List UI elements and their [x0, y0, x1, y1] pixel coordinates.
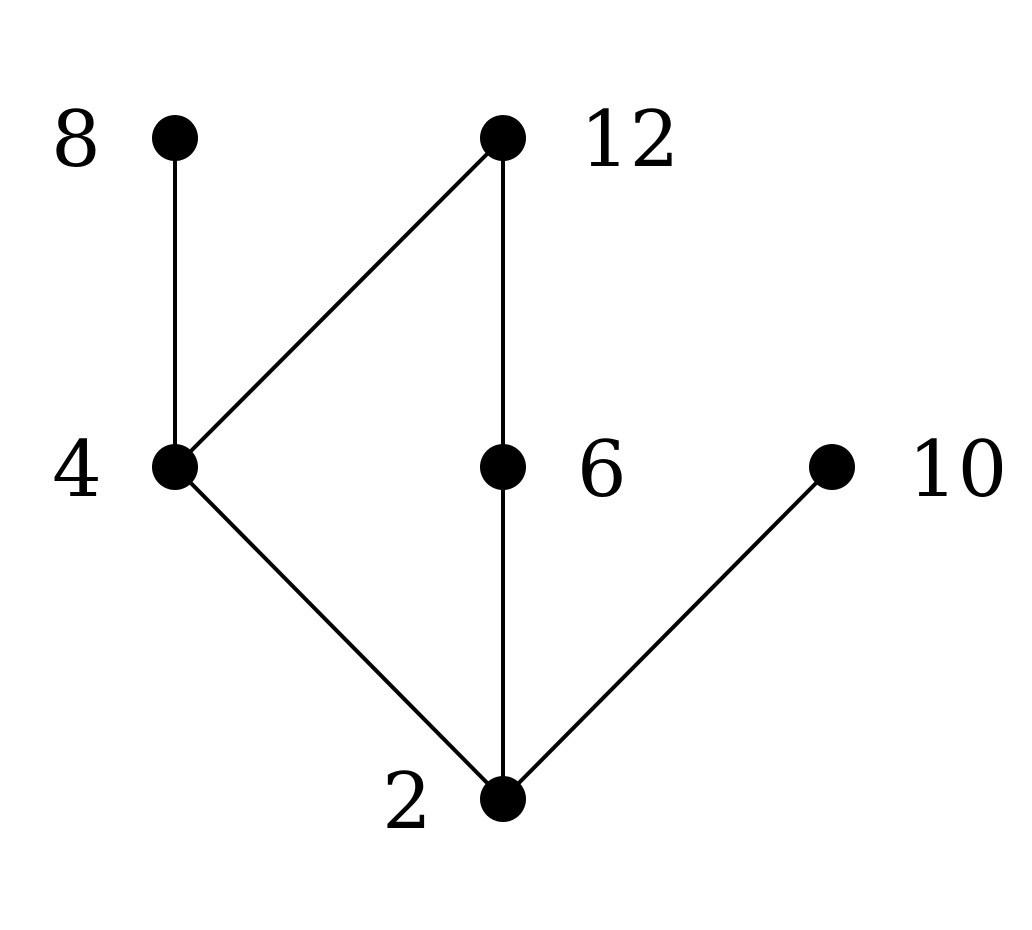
edge-n2-n4	[173, 465, 505, 801]
edges	[173, 136, 834, 801]
node-4	[152, 444, 198, 490]
node-label-8: 8	[51, 95, 101, 185]
nodes	[152, 115, 855, 822]
node-label-12: 12	[580, 95, 679, 185]
edge-n4-n12	[173, 136, 505, 469]
node-10	[809, 444, 855, 490]
node-2	[480, 776, 526, 822]
node-12	[480, 115, 526, 161]
edge-n2-n10	[501, 465, 834, 801]
node-8	[152, 115, 198, 161]
node-6	[480, 444, 526, 490]
labels: 8 12 4 6 10 2	[51, 95, 1007, 847]
node-label-10: 10	[908, 425, 1007, 515]
node-label-2: 2	[382, 757, 432, 847]
node-label-6: 6	[577, 425, 627, 515]
node-label-4: 4	[52, 425, 102, 515]
